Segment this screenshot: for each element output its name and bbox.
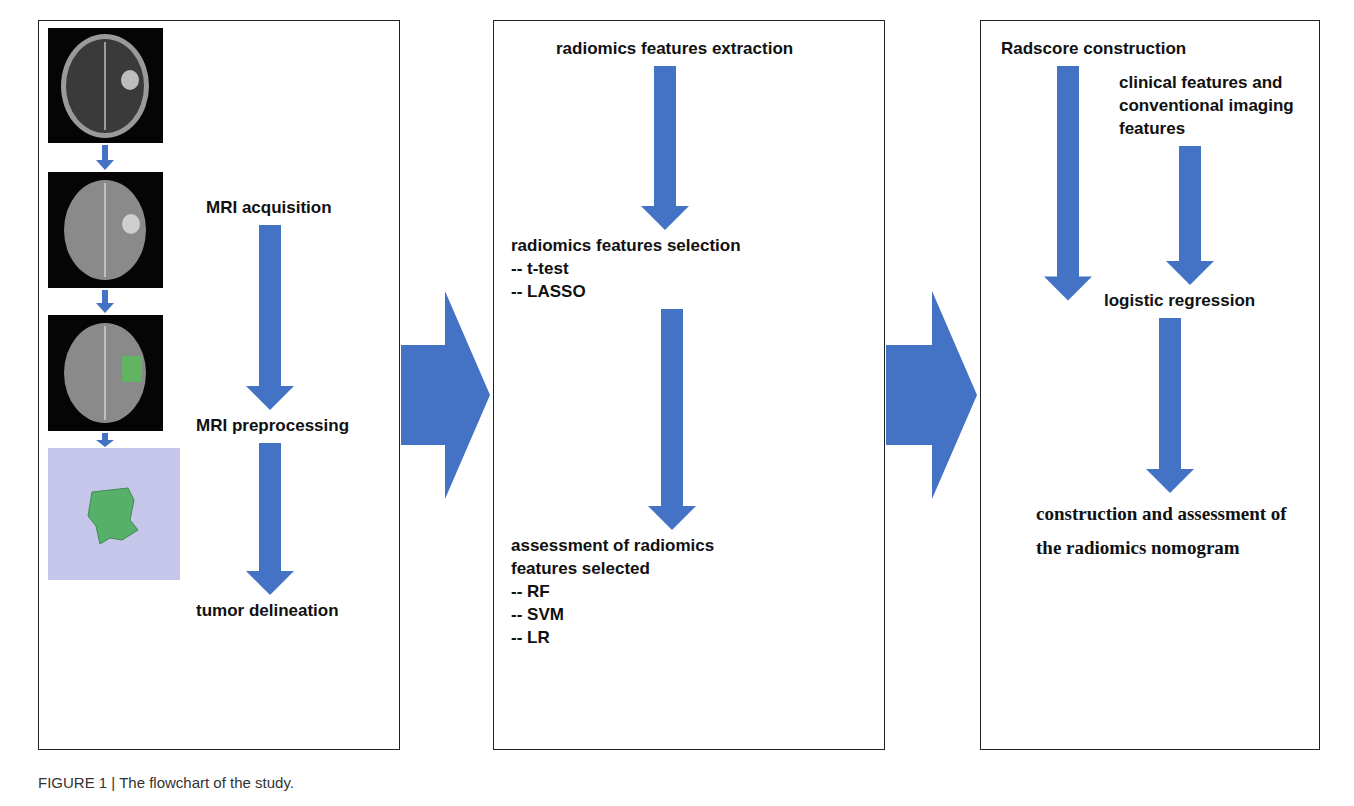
midline: [104, 42, 106, 130]
mri-image: [48, 28, 163, 143]
mri-image: [48, 172, 163, 288]
flow-arrow: [641, 66, 689, 230]
step-label: assessment of radiomics features selecte…: [511, 534, 751, 580]
step-text-box: MRI preprocessing: [196, 414, 349, 437]
stage-arrow: [886, 291, 977, 499]
flow-arrow: [648, 309, 696, 530]
step-label: MRI preprocessing: [196, 414, 349, 437]
flow-arrow: [1044, 66, 1092, 301]
step-label: radiomics features extraction: [556, 37, 793, 60]
stage-panel: radiomics features extraction radiomics f…: [493, 20, 885, 750]
flow-arrow: [1146, 318, 1194, 493]
step-detail: -- SVM: [511, 603, 751, 626]
lesion: [122, 214, 140, 234]
stage-panel: MRI acquisitionMRI preprocessing tumor de…: [38, 20, 400, 750]
step-text-box: MRI acquisition: [206, 196, 332, 219]
step-label: clinical features and conventional imagi…: [1119, 71, 1299, 140]
midline: [104, 183, 106, 277]
step-label: MRI acquisition: [206, 196, 332, 219]
brain: [66, 39, 144, 133]
step-text-box: clinical features and conventional imagi…: [1119, 71, 1299, 140]
step-text-box: radiomics features extraction: [556, 37, 793, 60]
step-detail: -- LASSO: [511, 280, 741, 303]
brain: [64, 180, 146, 280]
step-text-box: logistic regression: [1104, 289, 1255, 312]
step-text-box: construction and assessment of the radio…: [1036, 497, 1308, 565]
step-label: radiomics features selection: [511, 234, 741, 257]
tumor-volume: [88, 488, 138, 544]
step-text-box: tumor delineation: [196, 599, 339, 622]
stage-panel: Radscore construction clinical features a…: [980, 20, 1320, 750]
midline: [104, 326, 106, 420]
flow-arrow: [246, 225, 294, 410]
small-arrow: [96, 145, 114, 170]
step-text-box: radiomics features selection-- t-test-- …: [511, 234, 741, 303]
small-arrow: [96, 290, 114, 313]
flow-arrow: [246, 443, 294, 595]
step-text-box: Radscore construction: [1001, 37, 1186, 60]
lesion: [121, 70, 139, 90]
small-arrow: [96, 433, 114, 447]
step-label: Radscore construction: [1001, 37, 1186, 60]
render-image: [48, 448, 180, 580]
flow-arrow: [1166, 146, 1214, 285]
step-label: construction and assessment of the radio…: [1036, 497, 1308, 565]
step-label: tumor delineation: [196, 599, 339, 622]
stage-arrow: [401, 291, 490, 499]
step-label: logistic regression: [1104, 289, 1255, 312]
figure-caption: FIGURE 1 | The flowchart of the study.: [38, 774, 294, 791]
brain: [64, 323, 146, 423]
step-detail: -- LR: [511, 626, 751, 649]
step-detail: -- t-test: [511, 257, 741, 280]
roi: [122, 356, 142, 382]
skull: [61, 34, 149, 138]
mri-image: [48, 315, 163, 431]
step-text-box: assessment of radiomics features selecte…: [511, 534, 751, 649]
step-detail: -- RF: [511, 580, 751, 603]
